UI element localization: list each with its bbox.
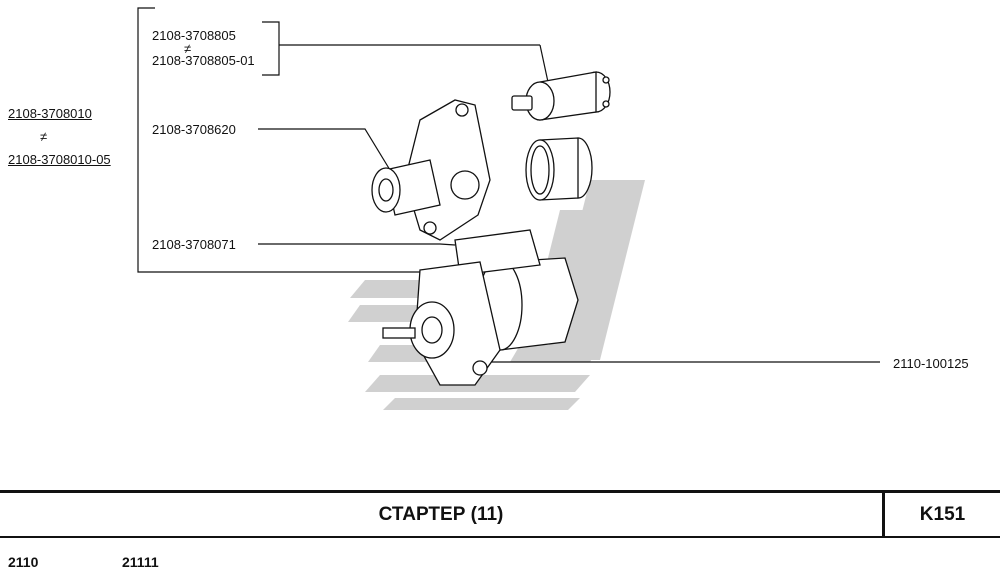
title-divider bbox=[882, 493, 885, 536]
solenoid-part-number-2: 2108-3708805-01 bbox=[152, 53, 255, 68]
sleeve-part bbox=[525, 137, 593, 201]
assembly-bracket bbox=[137, 7, 430, 273]
solenoid-part-number-1: 2108-3708805 bbox=[152, 28, 236, 43]
housing-part-number: 2108-3708071 bbox=[152, 237, 236, 252]
solenoid-bracket bbox=[262, 21, 549, 83]
page-title: СТАРТЕР (11) bbox=[378, 503, 504, 525]
assembly-part-number-2: 2108-3708010-05 bbox=[8, 152, 111, 167]
drive-gear-part bbox=[371, 159, 441, 216]
assembly-not-equal-sign: ≠ bbox=[40, 129, 48, 144]
solenoid-part bbox=[511, 71, 611, 121]
bolt-part-number: 2110-100125 bbox=[893, 356, 969, 371]
solenoid-not-equal-sign: ≠ bbox=[184, 41, 192, 56]
assembly-part-number-1: 2108-3708010 bbox=[8, 106, 92, 121]
model-code-2: 21111 bbox=[122, 554, 159, 570]
page-code: K151 bbox=[919, 503, 966, 525]
drive-part-number: 2108-3708620 bbox=[152, 122, 236, 137]
title-bar: СТАРТЕР (11) K151 bbox=[0, 490, 1000, 538]
starter-assembly-part bbox=[382, 229, 579, 386]
leader-lines bbox=[258, 128, 880, 363]
model-code-1: 2110 bbox=[8, 554, 39, 570]
starter-exploded-diagram bbox=[137, 7, 880, 410]
